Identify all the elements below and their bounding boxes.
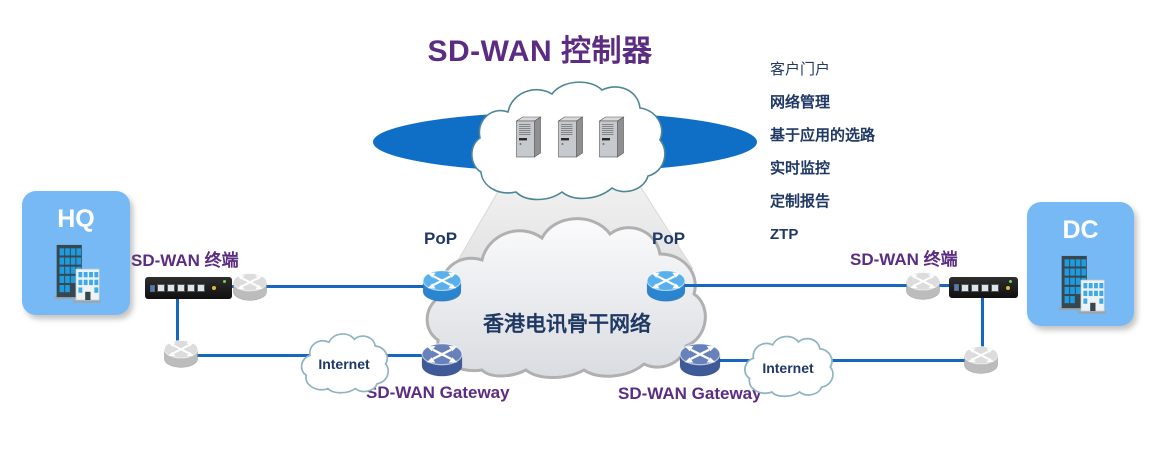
feature-customer-portal: 客户门户 bbox=[770, 61, 831, 78]
internet-cloud-right: Internet bbox=[740, 330, 836, 402]
sdwan-gateway-left-icon bbox=[419, 341, 465, 379]
feature-app-based-routing: 基于应用的选路 bbox=[770, 127, 876, 144]
access-router-dc-top-icon bbox=[904, 270, 942, 302]
access-router-hq-top-icon bbox=[231, 271, 269, 303]
site-box-dc: DC bbox=[1027, 202, 1134, 326]
gateway-label-right: SD-WAN Gateway bbox=[618, 384, 762, 403]
dc-label: DC bbox=[1062, 216, 1099, 244]
terminal-label-left: SD-WAN 终端 bbox=[131, 251, 239, 270]
pop-label-left: PoP bbox=[424, 229, 458, 248]
controller-server-icon bbox=[556, 114, 585, 160]
feature-custom-reports: 定制报告 bbox=[770, 193, 831, 210]
internet-cloud-left: Internet bbox=[296, 329, 392, 397]
diagram-title: SD-WAN 控制器 bbox=[427, 35, 653, 68]
internet-label-right: Internet bbox=[762, 360, 814, 376]
controller-server-icon bbox=[597, 114, 626, 160]
gateway-label-left: SD-WAN Gateway bbox=[366, 383, 510, 402]
access-router-dc-bottom-icon bbox=[962, 344, 1000, 376]
sdwan-cpe-right-icon bbox=[949, 277, 1018, 298]
feature-network-management: 网络管理 bbox=[770, 94, 831, 111]
pop-label-right: PoP bbox=[652, 229, 686, 248]
feature-realtime-monitoring: 实时监控 bbox=[770, 160, 831, 177]
link-hq-to-pop bbox=[230, 285, 428, 288]
controller-feature-list: 客户门户 网络管理 基于应用的选路 实时监控 定制报告 ZTP bbox=[770, 62, 875, 243]
backbone-cloud-label: 香港电讯骨干网络 bbox=[483, 313, 651, 336]
link-hq-to-gateway-internet bbox=[179, 354, 431, 357]
link-gateway-to-dc-internet bbox=[712, 359, 968, 362]
pop-router-left-icon bbox=[420, 268, 464, 304]
access-router-hq-bottom-icon bbox=[162, 338, 200, 370]
internet-label-left: Internet bbox=[318, 356, 370, 372]
link-hq-cpe-down bbox=[176, 297, 179, 356]
sdwan-cpe-left-icon bbox=[145, 277, 232, 299]
site-box-hq: HQ bbox=[22, 191, 130, 315]
terminal-label-right: SD-WAN 终端 bbox=[850, 250, 958, 269]
pop-router-right-icon bbox=[644, 268, 688, 304]
link-pop-to-dc bbox=[684, 284, 952, 287]
link-dc-cpe-down bbox=[981, 296, 984, 360]
sdwan-gateway-right-icon bbox=[677, 341, 723, 379]
building-icon bbox=[1052, 251, 1110, 315]
building-icon bbox=[47, 240, 105, 304]
hq-label: HQ bbox=[57, 205, 95, 233]
feature-ztp: ZTP bbox=[770, 226, 799, 243]
controller-server-icon bbox=[514, 114, 543, 160]
